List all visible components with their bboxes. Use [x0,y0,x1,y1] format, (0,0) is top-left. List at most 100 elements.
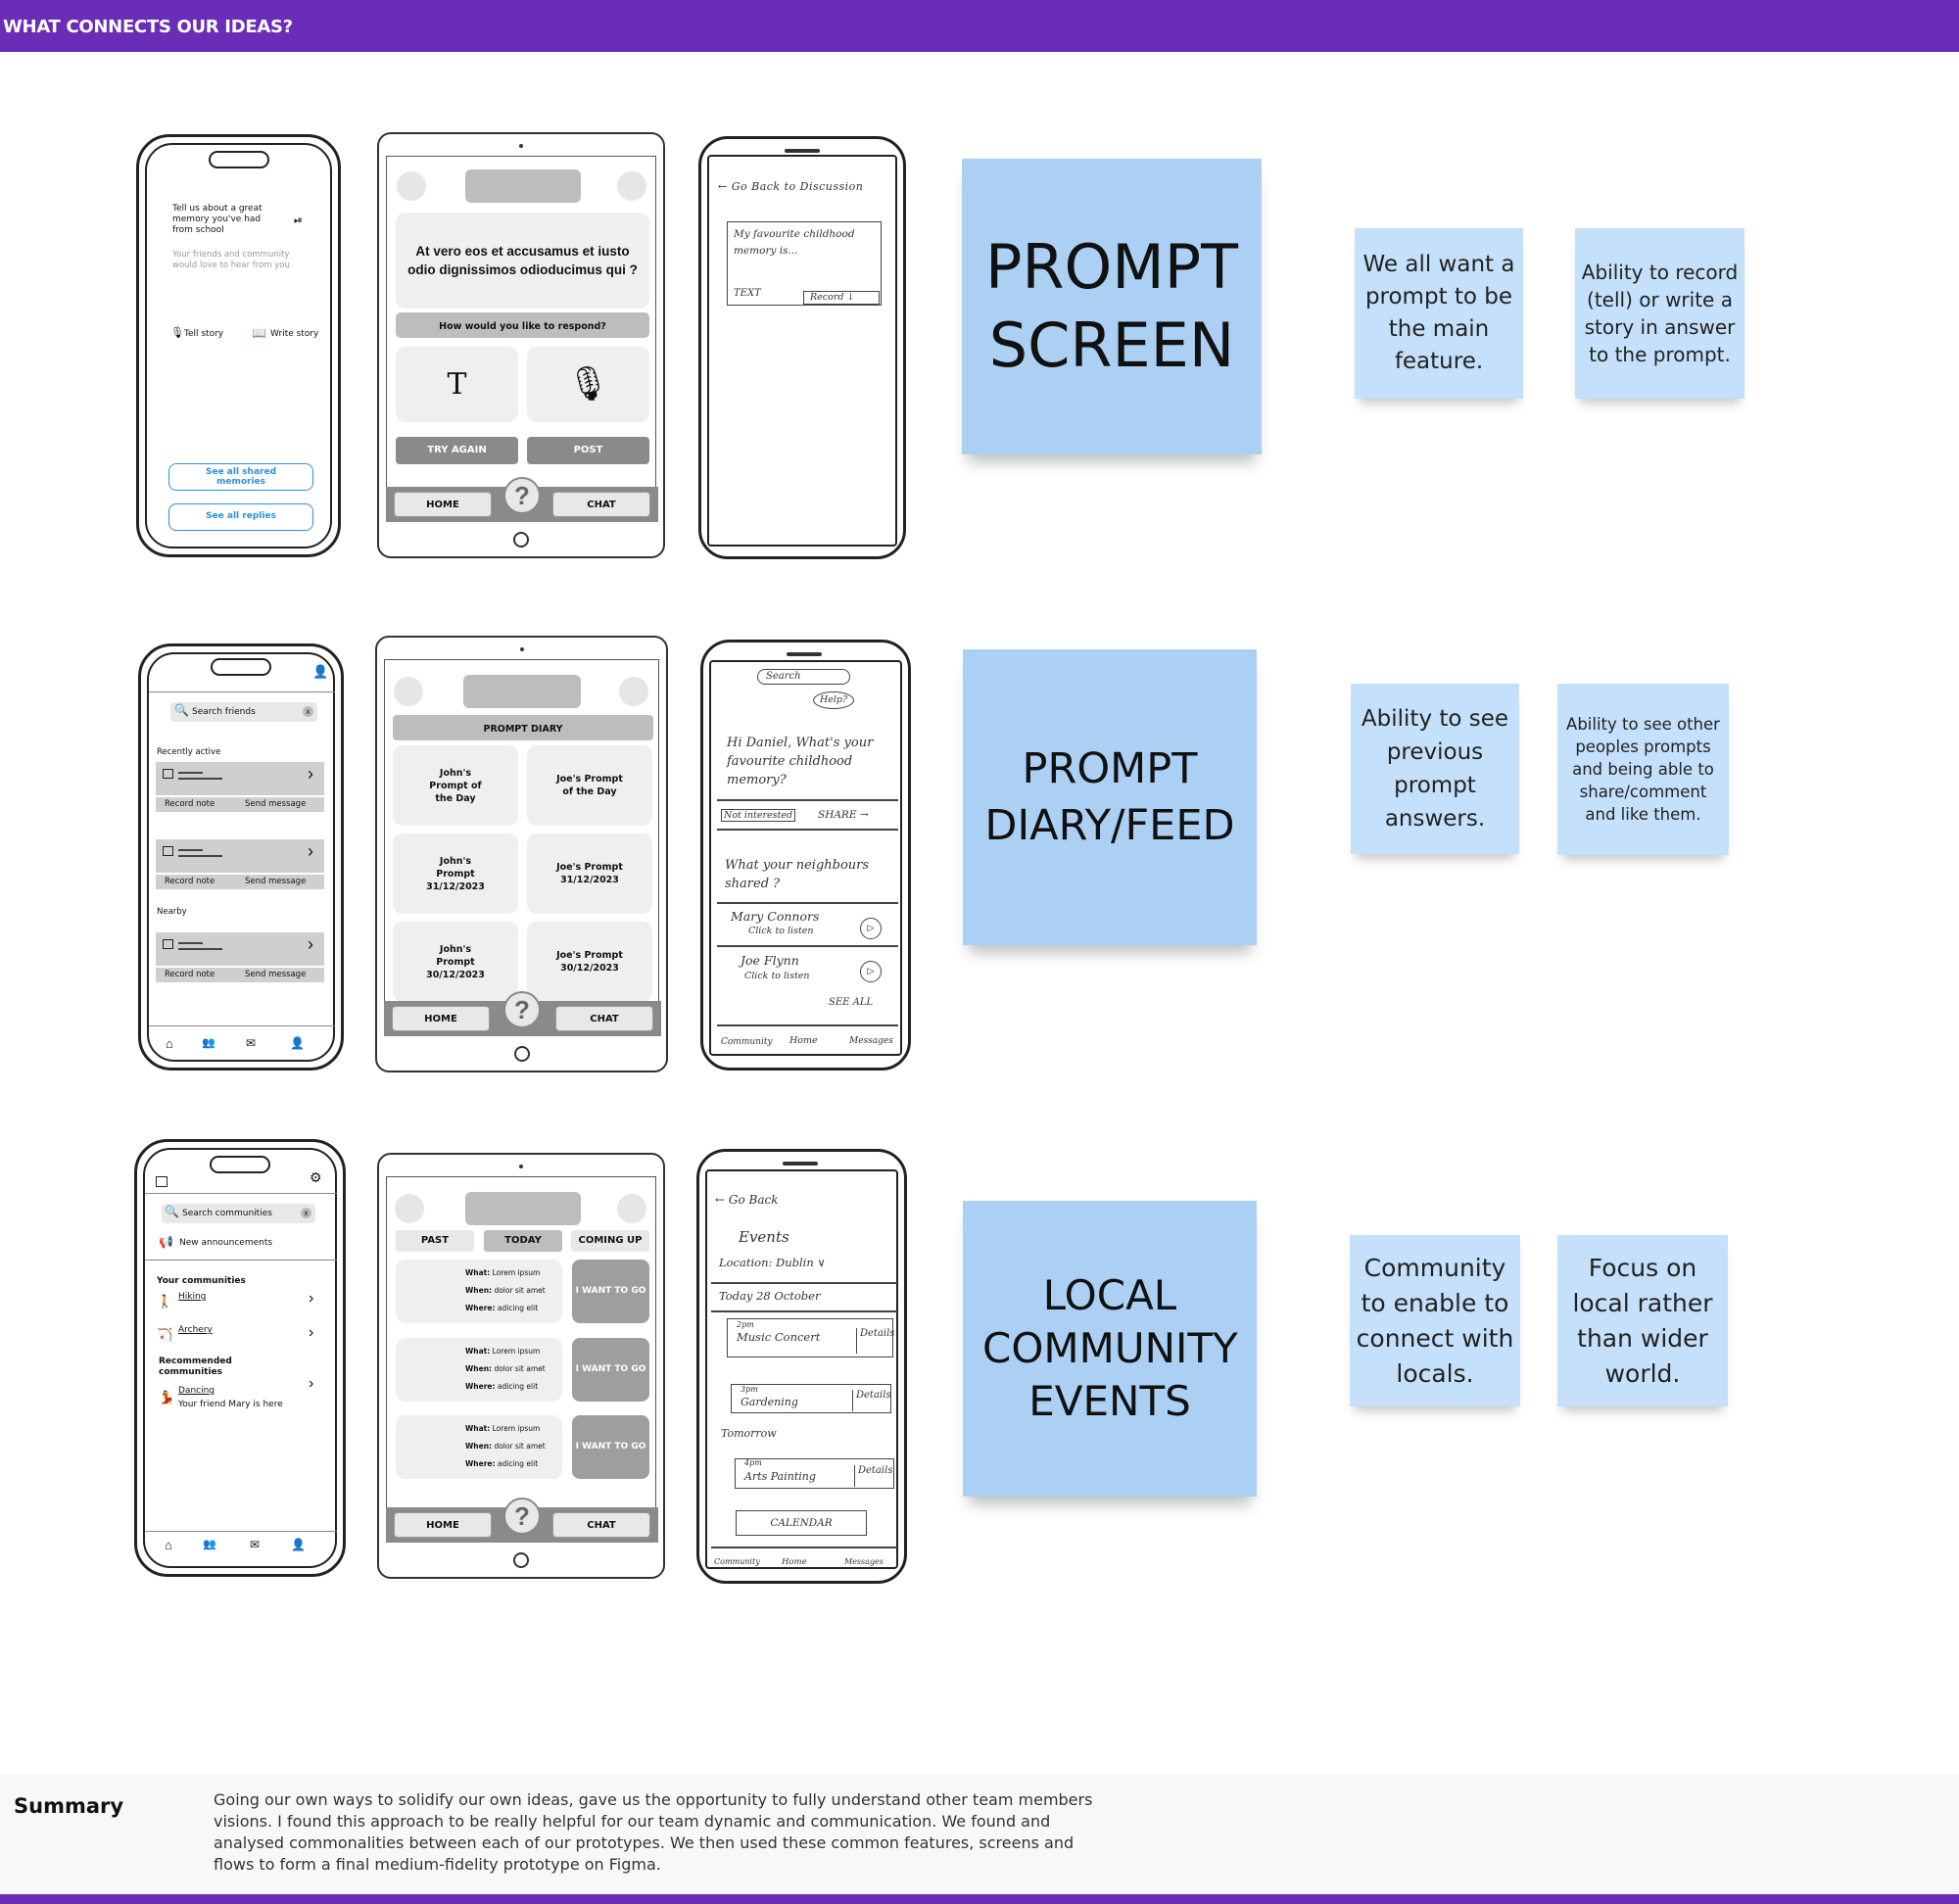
record-note-label[interactable]: Record note [165,970,215,979]
help-bubble[interactable]: Help? [813,691,854,709]
search-field[interactable] [170,702,317,722]
play-icon[interactable]: ▷ [860,918,882,939]
community-hiking[interactable]: Hiking [178,1292,207,1302]
home-button[interactable]: HOME [394,492,492,517]
help-icon[interactable]: ? [503,477,541,514]
prompt-tile[interactable]: Joe's Prompt 30/12/2023 [527,922,652,1002]
play-icon[interactable]: ▷ [860,961,882,982]
mail-icon[interactable]: ✉ [250,1538,261,1551]
home-icon[interactable]: ⌂ [165,1538,172,1552]
community-icon[interactable]: 👥 [203,1539,216,1550]
chat-button[interactable]: CHAT [552,492,650,517]
text-option[interactable]: T [396,347,518,422]
calendar-icon[interactable] [156,1176,167,1187]
chevron-right-icon[interactable]: › [309,1375,314,1392]
home-button[interactable]: HOME [392,1006,490,1031]
avatar[interactable] [397,171,426,201]
not-interested-button[interactable]: Not interested [721,809,796,822]
clear-icon[interactable]: x [301,1208,311,1218]
home-button[interactable]: HOME [394,1512,492,1538]
want-to-go-button[interactable]: I WANT TO GO [572,1260,649,1323]
search-field[interactable] [162,1204,315,1223]
avatar[interactable] [395,1194,424,1223]
home-icon[interactable]: ⌂ [166,1036,173,1051]
want-to-go-button[interactable]: I WANT TO GO [572,1415,649,1479]
avatar[interactable] [394,677,423,706]
search-friends[interactable]: Search friends [192,707,256,717]
record-note-label[interactable]: Record note [165,799,215,809]
prompt-tile[interactable]: John's Prompt 31/12/2023 [393,833,518,914]
calendar-button[interactable]: CALENDAR [736,1510,867,1536]
nav-community[interactable]: Community [721,1037,773,1047]
profile-icon[interactable]: 👤 [291,1538,306,1551]
write-story-label[interactable]: Write story [270,329,319,339]
nav-home[interactable]: Home [789,1035,818,1046]
chevron-right-icon[interactable]: › [309,1324,314,1341]
nav-home[interactable]: Home [782,1557,807,1567]
avatar[interactable] [617,171,646,201]
profile-icon[interactable]: 👤 [290,1036,305,1050]
camera-dot [519,647,524,651]
clear-icon[interactable]: x [303,706,313,717]
search-communities[interactable]: Search communities [182,1209,272,1218]
voice-option[interactable]: 🎙 [527,347,649,422]
details-link[interactable]: Details [854,1465,892,1487]
details-link[interactable]: Details [856,1328,894,1354]
book-icon[interactable]: 📖 [252,326,266,340]
announcements-label[interactable]: New announcements [179,1238,273,1248]
mail-icon[interactable]: ✉ [246,1036,257,1050]
post-button[interactable]: POST [527,437,649,464]
mic-icon[interactable]: 🎙 [170,327,184,339]
camera-dot [519,144,523,148]
chevron-right-icon[interactable]: › [309,1290,314,1307]
want-to-go-button[interactable]: I WANT TO GO [572,1338,649,1402]
send-message-label[interactable]: Send message [245,799,307,809]
avatar[interactable] [619,677,648,706]
memory-box[interactable] [727,221,882,306]
avatar[interactable] [617,1194,646,1223]
nav-messages[interactable]: Messages [849,1036,893,1046]
details-link[interactable]: Details [852,1390,890,1411]
see-shared-button[interactable]: See all shared memories [168,463,313,491]
listen-link[interactable]: Click to listen [744,971,810,981]
location-select[interactable]: Location: Dublin ∨ [719,1256,826,1269]
community-dancing[interactable]: Dancing [178,1386,215,1396]
prompt-tile[interactable]: Joe's Prompt of the Day [527,745,652,826]
nav-community[interactable]: Community [714,1557,760,1566]
record-button[interactable]: Record ↓ [803,291,880,305]
prompt-tile[interactable]: John's Prompt 30/12/2023 [393,922,518,1002]
try-again-button[interactable]: TRY AGAIN [396,437,518,464]
see-all-link[interactable]: SEE ALL [829,997,874,1008]
event-box[interactable] [731,1384,891,1413]
play-icon[interactable]: ⏯ [294,214,303,226]
help-icon[interactable]: ? [503,1498,541,1535]
community-archery[interactable]: Archery [178,1325,213,1335]
prompt-tile[interactable]: John's Prompt of the Day [393,745,518,826]
help-icon[interactable]: ? [503,991,541,1028]
chevron-right-icon[interactable]: › [308,934,313,954]
tab-today[interactable]: TODAY [484,1230,562,1252]
event-box[interactable] [735,1458,894,1489]
record-note-label[interactable]: Record note [165,877,215,886]
listen-link[interactable]: Click to listen [748,926,814,936]
go-back-link[interactable]: ← Go Back [715,1193,779,1207]
share-button[interactable]: SHARE → [818,809,869,821]
tell-story-label[interactable]: Tell story [184,329,224,339]
search-bar[interactable]: Search [757,669,850,685]
send-message-label[interactable]: Send message [245,877,307,886]
chat-button[interactable]: CHAT [552,1512,650,1538]
send-message-label[interactable]: Send message [245,970,307,979]
community-icon[interactable]: 👥 [202,1037,215,1049]
chevron-right-icon[interactable]: › [308,764,313,784]
go-back-link[interactable]: ← Go Back to Discussion [718,180,864,193]
nav-messages[interactable]: Messages [844,1557,884,1566]
tab-past[interactable]: PAST [396,1230,474,1252]
chat-button[interactable]: CHAT [555,1006,653,1031]
gear-icon[interactable]: ⚙ [310,1169,322,1185]
see-replies-button[interactable]: See all replies [168,503,313,531]
profile-icon[interactable]: 👤 [312,664,329,679]
tab-coming-up[interactable]: COMING UP [571,1230,649,1252]
chevron-right-icon[interactable]: › [308,841,313,861]
prompt-tile[interactable]: Joe's Prompt 31/12/2023 [527,833,652,914]
event-box[interactable] [727,1318,893,1357]
